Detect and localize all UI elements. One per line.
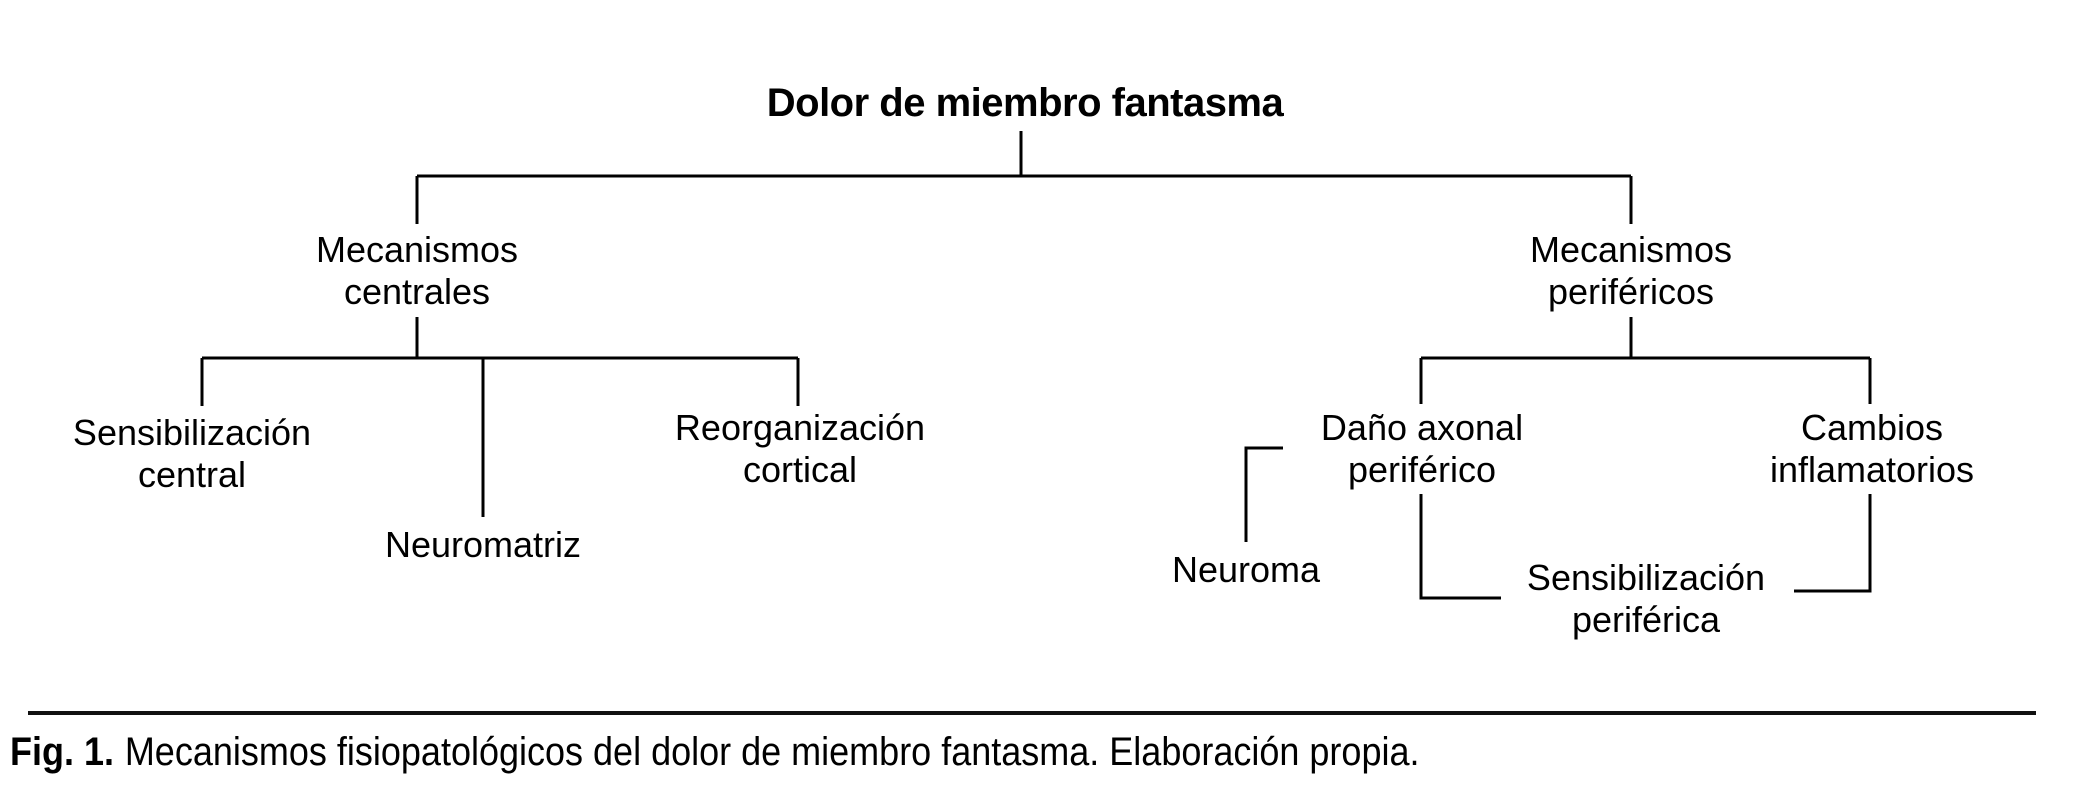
node-sensibilizacion-central: Sensibilización central	[72, 412, 312, 495]
node-cambios-inflamatorios: Cambios inflamatorios	[1769, 407, 1975, 490]
edge-dano-to-sensibilizacion	[1419, 494, 1501, 600]
figure-caption: Fig. 1.Mecanismos fisiopatológicos del d…	[10, 729, 1576, 775]
node-mecanismos-centrales: Mecanismos centrales	[315, 229, 519, 312]
figure-caption-body: Mecanismos fisiopatológicos del dolor de…	[124, 730, 1420, 774]
node-neuromatriz: Neuromatriz	[384, 524, 582, 565]
figure-caption-text-wrap: Fig. 1.Mecanismos fisiopatológicos del d…	[10, 729, 1419, 775]
edge-neuroma-connector	[1244, 446, 1283, 542]
node-reorganizacion-cortical: Reorganización cortical	[674, 407, 926, 490]
node-neuroma: Neuroma	[1171, 549, 1321, 590]
node-sensibilizacion-periferica: Sensibilización periférica	[1526, 557, 1766, 640]
edge-cambios-to-sensibilizacion	[1794, 494, 1872, 593]
node-dolor-de-miembro-fantasma: Dolor de miembro fantasma	[766, 81, 1284, 125]
node-mecanismos-perifericos: Mecanismos periféricos	[1529, 229, 1733, 312]
figure-caption-label: Fig. 1.	[10, 730, 115, 774]
node-dano-axonal-periferico: Daño axonal periférico	[1320, 407, 1524, 490]
